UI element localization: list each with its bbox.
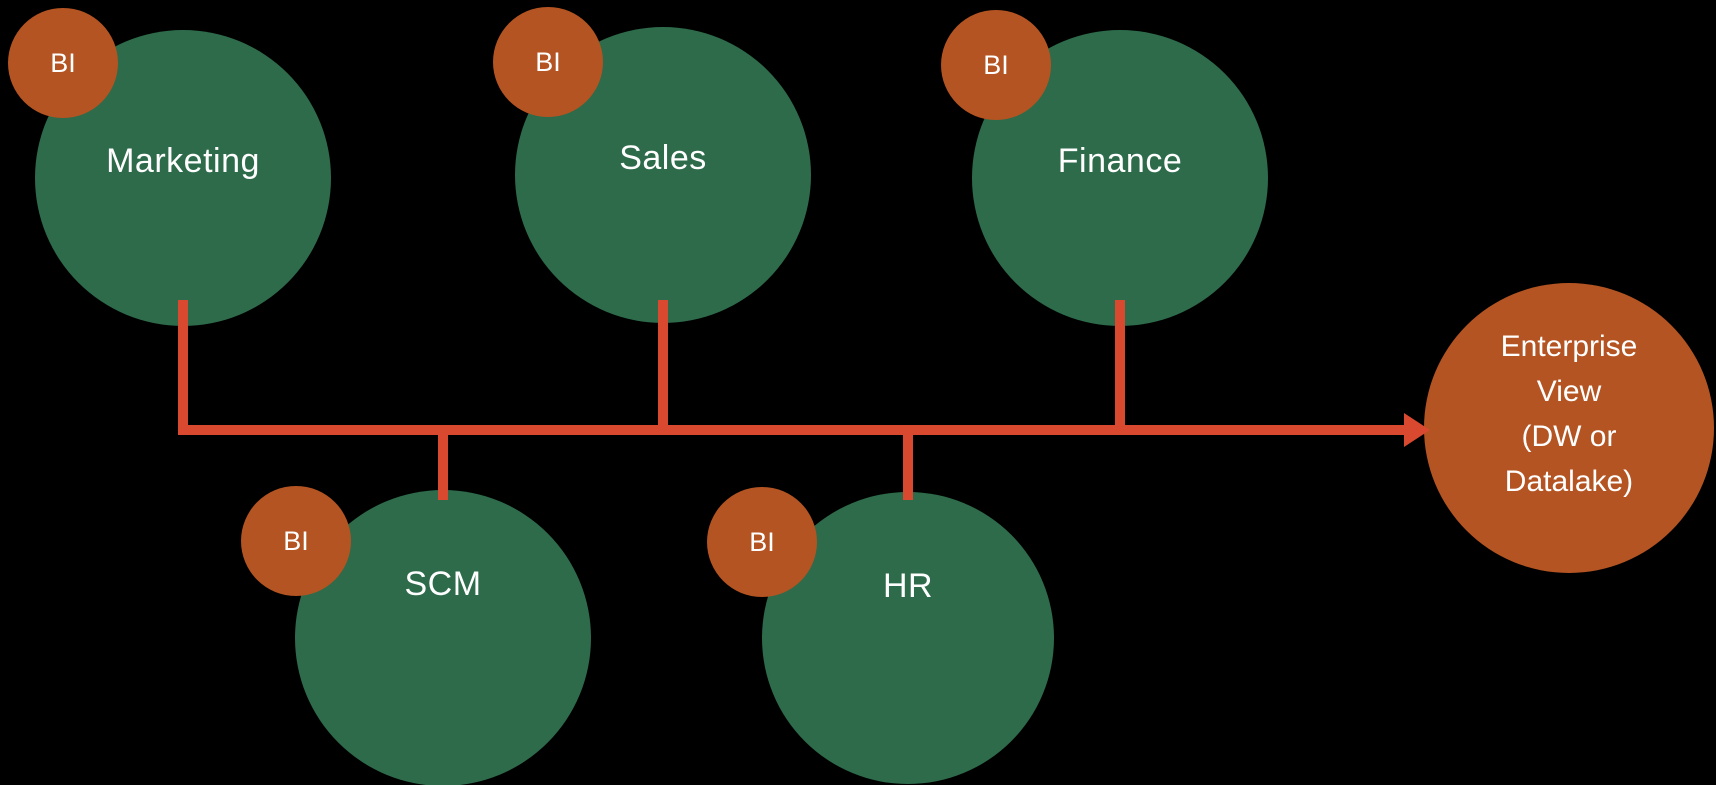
connector-main-horizontal [178, 425, 1408, 435]
node-finance-label: Finance [1057, 142, 1183, 180]
node-enterprise-view: Enterprise View (DW or Datalake) [1424, 283, 1714, 573]
enterprise-label-line-1: Enterprise [1500, 330, 1638, 363]
node-marketing-label: Marketing [106, 142, 260, 180]
node-enterprise-view-label: Enterprise View (DW or Datalake) [1501, 324, 1638, 504]
bi-badge-sales: BI [493, 7, 603, 117]
connector-sales-drop [658, 300, 668, 430]
enterprise-label-line-3: (DW or [1521, 420, 1617, 453]
connector-scm-riser [438, 430, 448, 500]
arrowhead-to-enterprise-icon [1404, 413, 1430, 447]
bi-badge-hr: BI [707, 487, 817, 597]
node-scm-label: SCM [404, 565, 482, 603]
enterprise-label-line-4: Datalake) [1504, 465, 1634, 498]
connector-finance-drop [1115, 300, 1125, 430]
connector-marketing-drop [178, 300, 188, 430]
connector-hr-riser [903, 430, 913, 500]
bi-badge-marketing: BI [8, 8, 118, 118]
bi-badge-scm: BI [241, 486, 351, 596]
enterprise-label-line-2: View [1536, 375, 1602, 408]
node-sales-label: Sales [619, 139, 707, 177]
node-hr-label: HR [882, 567, 934, 605]
bi-badge-finance: BI [941, 10, 1051, 120]
